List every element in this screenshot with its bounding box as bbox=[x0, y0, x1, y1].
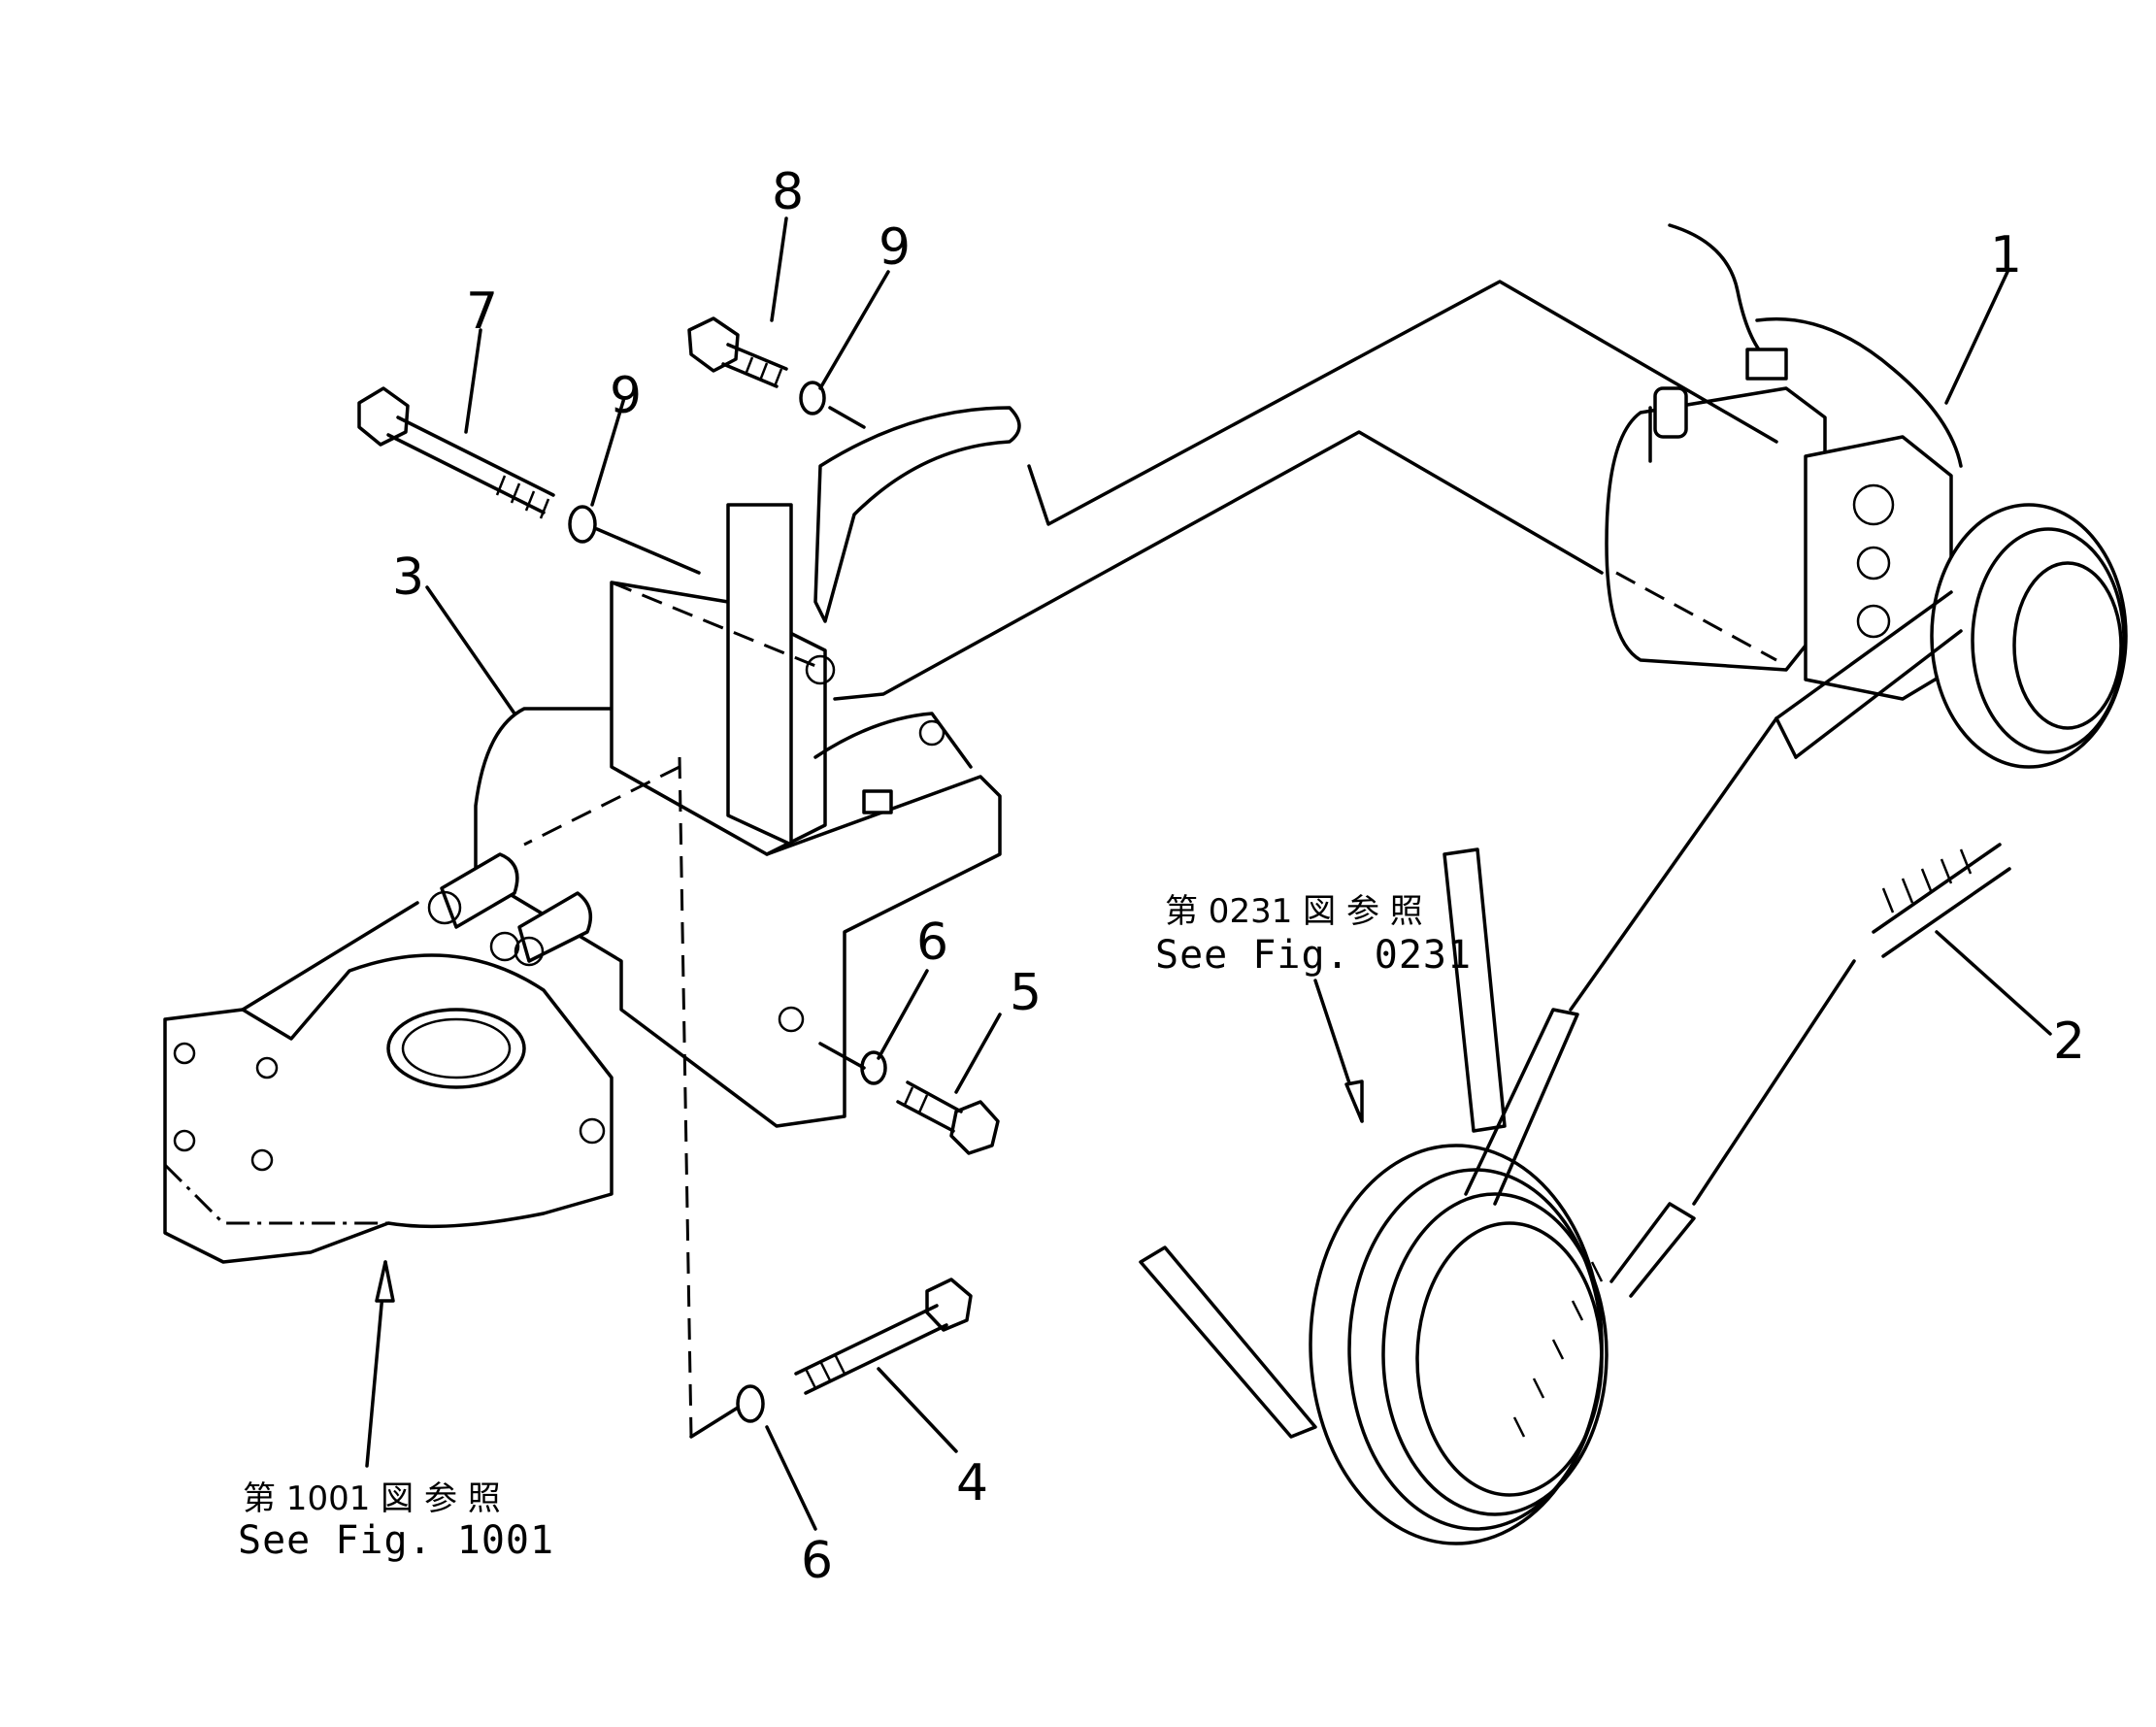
bolt-part-4 bbox=[794, 1278, 973, 1395]
callout-8: 8 bbox=[772, 163, 804, 221]
reference-1001-japanese: 第 1001 図 参 照 bbox=[243, 1479, 501, 1518]
bolt-part-5 bbox=[896, 1080, 1000, 1155]
callout-5: 5 bbox=[1010, 964, 1042, 1022]
compressor bbox=[1605, 223, 2128, 769]
reference-0231-japanese: 第 0231 図 参 照 bbox=[1165, 892, 1423, 931]
drive-pulley bbox=[1139, 847, 1696, 1545]
callout-3: 3 bbox=[392, 548, 424, 607]
bolt-part-8 bbox=[687, 316, 788, 388]
alignment-lines bbox=[595, 280, 1778, 1439]
callout-labels: 1 2 3 4 5 6 6 7 8 9 9 bbox=[392, 163, 2085, 1590]
reference-0231-english: See Fig. 0231 bbox=[1155, 933, 1472, 978]
callout-6-lower: 6 bbox=[801, 1532, 833, 1590]
callout-9-lower: 9 bbox=[610, 367, 642, 425]
reference-fig-1001: 第 1001 図 参 照 See Fig. 1001 bbox=[238, 1479, 554, 1563]
reference-1001-english: See Fig. 1001 bbox=[238, 1518, 554, 1563]
bolt-part-7 bbox=[357, 386, 555, 519]
callout-6-upper: 6 bbox=[916, 913, 948, 972]
callout-1: 1 bbox=[1990, 226, 2022, 284]
callout-7: 7 bbox=[466, 282, 498, 341]
mounting-housing bbox=[163, 901, 614, 1264]
reference-fig-0231: 第 0231 図 参 照 See Fig. 0231 bbox=[1155, 892, 1472, 978]
callout-2: 2 bbox=[2053, 1013, 2085, 1071]
v-belt bbox=[1775, 590, 2011, 958]
callout-9-upper: 9 bbox=[879, 218, 911, 277]
bracket bbox=[427, 406, 1021, 1438]
callout-4: 4 bbox=[956, 1454, 988, 1512]
leader-lines bbox=[365, 216, 2052, 1531]
belt-path-lines bbox=[1569, 716, 1856, 1206]
